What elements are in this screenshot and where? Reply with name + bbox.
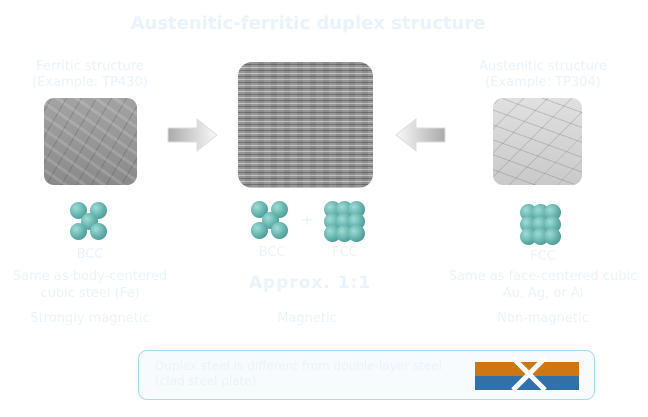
ferritic-lattice: BCC	[76, 247, 104, 262]
page-title: Austenitic-ferritic duplex structure	[130, 13, 486, 34]
arrow-right-icon	[167, 118, 218, 152]
ferritic-desc-2: cubic steel (Fe)	[40, 286, 140, 301]
austenitic-magnetism: Non-magnetic	[497, 311, 589, 326]
clad-plate-crossed-icon	[475, 357, 579, 391]
clad-steel-note: Duplex steel is different from double-la…	[138, 350, 595, 400]
austenitic-micrograph	[493, 98, 582, 185]
plus-sign: +	[300, 210, 314, 229]
ferritic-micrograph	[44, 98, 137, 185]
note-line-2: (clad steel plate).	[155, 374, 261, 388]
ferritic-magnetism: Strongly magnetic	[30, 311, 150, 326]
fcc-atom-icon	[520, 204, 561, 245]
arrow-left-icon	[395, 118, 446, 152]
note-line-1: Duplex steel is different from double-la…	[155, 359, 442, 373]
austenitic-lattice: FCC	[530, 249, 556, 264]
bcc-atom-icon	[251, 201, 291, 241]
ferritic-heading: Ferritic structure	[36, 59, 144, 74]
austenitic-desc-2: Au, Ag, or Al	[502, 286, 584, 301]
austenitic-example: (Example: TP304)	[485, 75, 601, 90]
bcc-atom-icon	[70, 202, 110, 242]
austenitic-desc-1: Same as face-centered cubic	[448, 269, 638, 284]
duplex-lattice-fcc: FCC	[332, 245, 358, 260]
ferritic-desc-1: Same as body-centered	[12, 269, 168, 284]
duplex-magnetism: Magnetic	[277, 311, 337, 326]
austenitic-heading: Austenitic structure	[479, 59, 607, 74]
phase-ratio: Approx. 1:1	[248, 273, 372, 293]
duplex-lattice-bcc: BCC	[258, 245, 286, 260]
fcc-atom-icon	[324, 201, 365, 242]
duplex-micrograph	[238, 62, 373, 188]
ferritic-example: (Example: TP430)	[32, 75, 148, 90]
